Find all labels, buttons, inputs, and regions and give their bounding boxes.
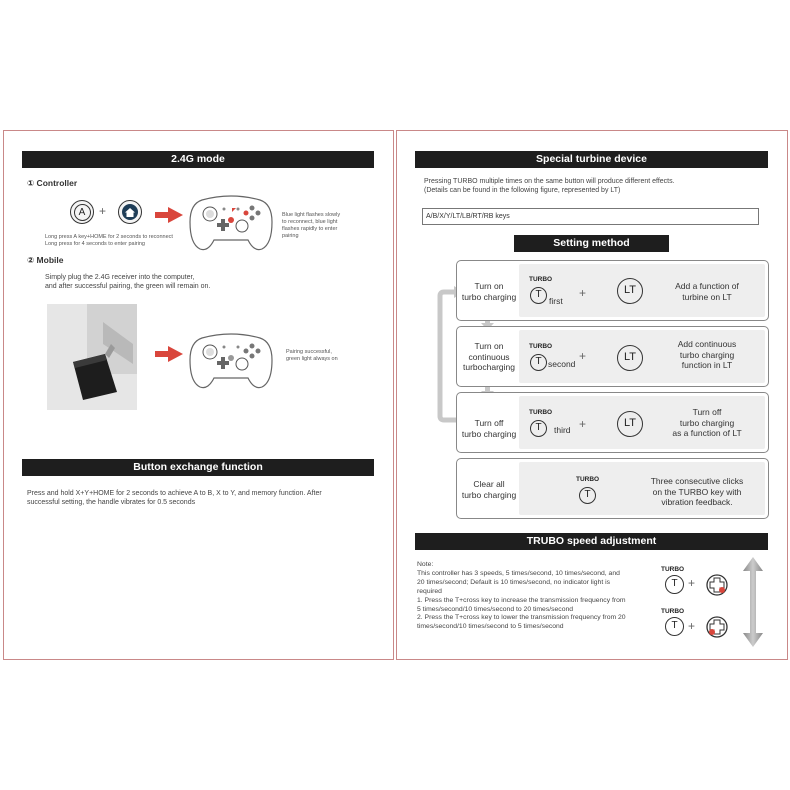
turbo-label: TURBO: [576, 476, 600, 483]
turbo-t-icon: T: [530, 420, 547, 437]
controller-illustration: [189, 195, 273, 251]
a-key-letter: A: [73, 203, 91, 221]
controller-illustration: [189, 333, 273, 389]
red-arrow-icon: [155, 346, 183, 362]
controller-result: Blue light flashes slowly to reconnect, …: [282, 212, 341, 239]
usb-receiver-photo: [47, 304, 137, 410]
turbo-label: TURBO: [529, 409, 553, 416]
keys-box: A/B/X/Y/LT/LB/RT/RB keys: [422, 208, 759, 225]
press-count: third: [554, 425, 571, 435]
mobile-result: Pairing successful, green light always o…: [286, 349, 338, 362]
speed-up-down-arrow-icon: [743, 557, 763, 647]
turbo-label: TURBO: [529, 343, 553, 350]
mode-banner: 2.4G mode: [22, 151, 374, 168]
turbo-label: TURBO: [529, 276, 553, 283]
cross-key-up-icon: [706, 574, 728, 596]
turbo-label: TURBO: [661, 566, 685, 573]
lt-key-icon: LT: [617, 345, 643, 371]
plus-sign: +: [579, 286, 587, 300]
red-arrow-icon: [155, 207, 183, 223]
plus-sign: +: [579, 349, 587, 363]
speed-banner: TRUBO speed adjustment: [415, 533, 768, 550]
lt-key-icon: LT: [617, 278, 643, 304]
turbo-t-icon: T: [665, 575, 684, 594]
plus-sign: +: [688, 619, 696, 633]
press-count: first: [549, 296, 563, 306]
press-count: second: [548, 359, 576, 369]
turbo-label: TURBO: [661, 608, 685, 615]
controller-caption: Long press A key+HOME for 2 seconds to r…: [45, 234, 173, 247]
step-panel: [519, 462, 765, 515]
plus-sign: +: [579, 417, 587, 431]
a-key-icon: A: [70, 200, 94, 224]
lt-key-icon: LT: [617, 411, 643, 437]
turbine-text: Pressing TURBO multiple times on the sam…: [424, 178, 675, 194]
mobile-text: Simply plug the 2.4G receiver into the c…: [45, 274, 211, 290]
turbine-banner: Special turbine device: [415, 151, 768, 168]
plus-sign: +: [688, 576, 696, 590]
turbo-t-icon: T: [665, 617, 684, 636]
home-key-icon: [118, 200, 142, 224]
cross-key-down-icon: [706, 616, 728, 638]
mobile-heading: ② Mobile: [27, 255, 64, 265]
house-icon: [125, 207, 135, 217]
turbo-t-icon: T: [530, 354, 547, 371]
exchange-text: Press and hold X+Y+HOME for 2 seconds to…: [27, 490, 322, 506]
plus-sign: +: [99, 204, 107, 218]
speed-notes: Note: This controller has 3 speeds, 5 ti…: [417, 561, 626, 631]
controller-heading: ① Controller: [27, 178, 78, 188]
exchange-banner: Button exchange function: [22, 459, 374, 476]
turbo-t-icon: T: [530, 287, 547, 304]
setting-banner: Setting method: [514, 235, 669, 252]
turbo-t-icon: T: [579, 487, 596, 504]
